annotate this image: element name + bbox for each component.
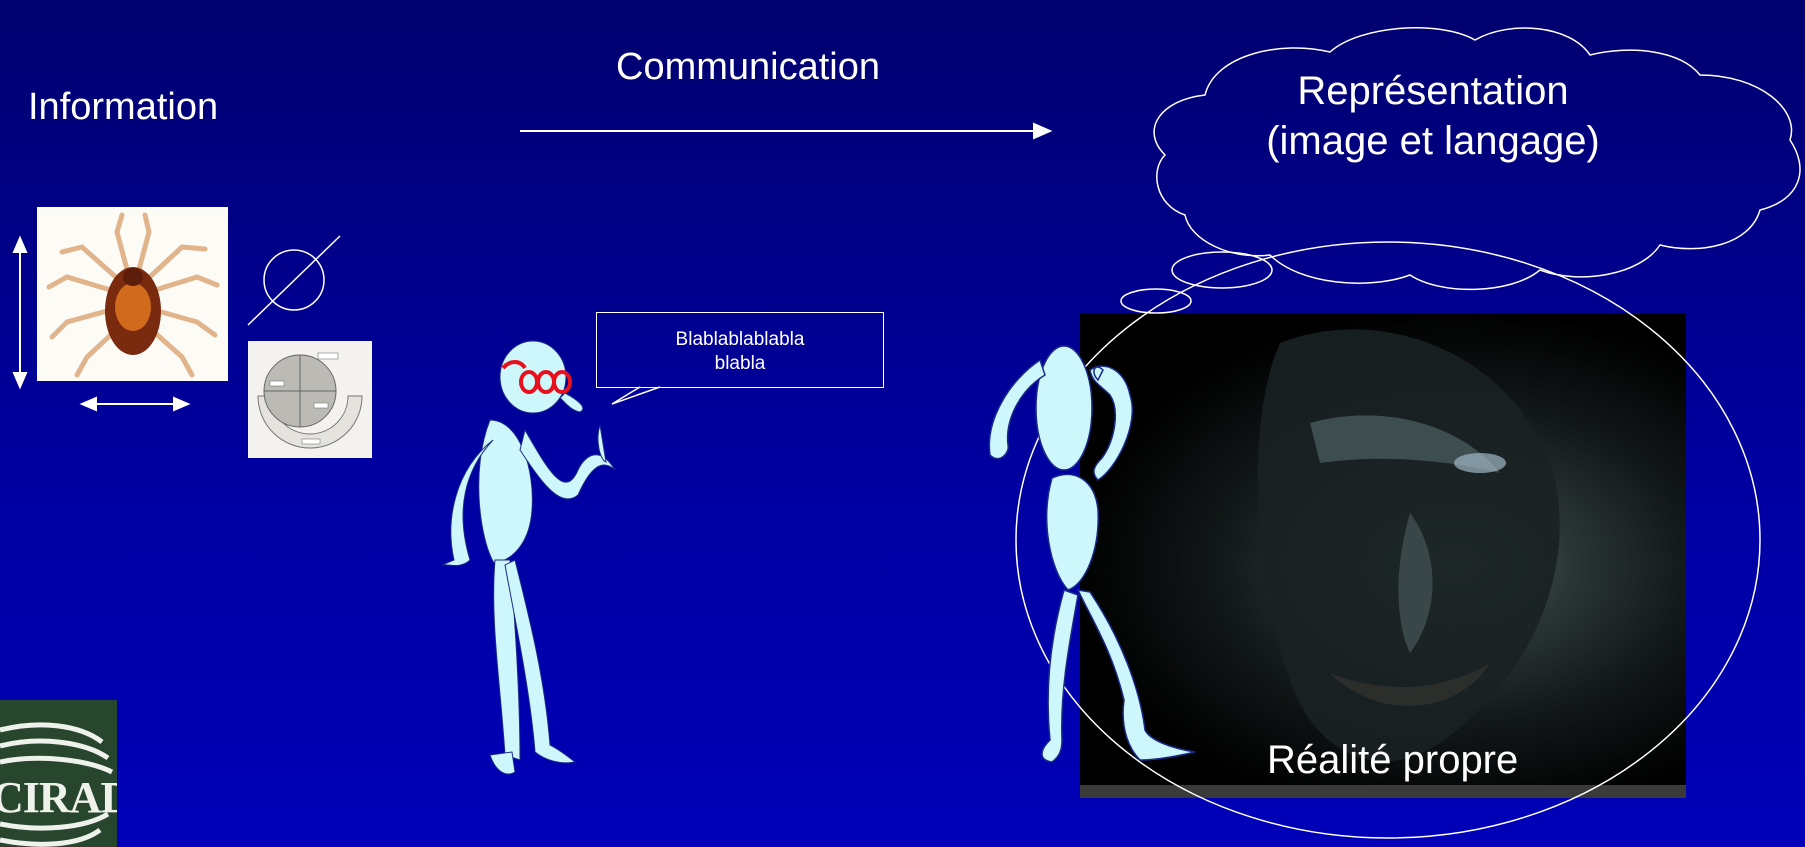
trap-diagram: [248, 341, 372, 458]
tick-photo: [37, 207, 228, 381]
cloud-line-2: (image et langage): [1266, 119, 1600, 163]
glasses-icon: [501, 360, 572, 394]
communication-title: Communication: [616, 46, 880, 88]
speech-line-2: blabla: [714, 353, 766, 374]
cirad-logo: CIRAD: [0, 700, 117, 847]
thought-cloud: [1120, 27, 1801, 314]
cloud-line-1: Représentation: [1297, 69, 1569, 113]
reality-ellipse: [1015, 241, 1761, 839]
information-title: Information: [28, 86, 219, 128]
vampire-face-photo: [1080, 313, 1686, 798]
empty-set-icon: [247, 235, 341, 326]
dimension-arrows: [12, 235, 191, 412]
logo-word: CIRAD: [0, 773, 117, 822]
stick-figure-talking: [441, 340, 616, 775]
cloud-text: Représentation (image et langage): [1238, 66, 1628, 166]
speech-line-1: Blablablablabla: [675, 329, 805, 350]
communication-arrow: [520, 122, 1053, 140]
speech-bubble-tail: [611, 386, 661, 405]
stick-figure-confused: [988, 345, 1196, 763]
reality-label: Réalité propre: [1267, 738, 1519, 782]
speech-bubble: Blablablablabla blabla: [596, 312, 884, 388]
